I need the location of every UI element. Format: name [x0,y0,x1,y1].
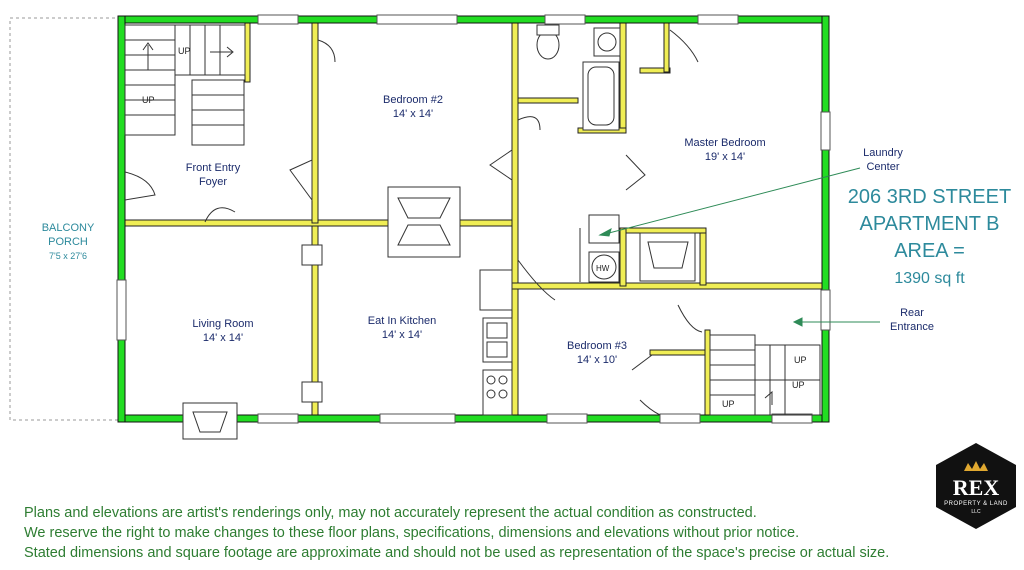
kitchen-appliances [479,269,513,416]
stairs-rear [709,334,821,416]
area-title: AREA = [894,240,965,262]
rex-logo: REX PROPERTY & LAND LLC [931,441,1021,531]
exterior-walls [117,15,830,423]
room-name: Master Bedroom [684,137,766,149]
callout-arrows [598,167,880,327]
room-bedroom3: Bedroom #3 14' x 10' [547,339,647,367]
laundry-callout: Laundry Center [843,146,923,174]
apartment-title: APARTMENT B [859,213,1000,235]
stairs-up-label: UP [722,399,735,409]
balcony-porch-outline [9,17,119,421]
porch-size: 7'5 x 27'6 [49,251,87,261]
laundry-line2: Center [866,161,900,173]
stairs-up-label: UP [794,355,807,365]
logo-llc: LLC [971,509,981,515]
room-name: Living Room [192,318,254,330]
room-size: Foyer [198,176,228,188]
porch-line1: BALCONY [41,222,95,234]
porch-label: BALCONY PORCH 7'5 x 27'6 [18,221,118,263]
water-heater-label: HW [596,264,610,273]
room-living: Living Room 14' x 14' [173,317,273,345]
room-name: Bedroom #2 [383,94,443,106]
logo-name: REX [952,475,1000,500]
stairs-up-label: UP [178,46,191,56]
room-name: Bedroom #3 [567,340,627,352]
area-value: 1390 sq ft [894,270,965,287]
logo-sub: PROPERTY & LAND [944,501,1008,507]
room-foyer: Front Entry Foyer [163,161,263,189]
room-name: Eat In Kitchen [367,315,437,327]
fireplace [182,186,461,440]
doors [124,29,703,416]
disclaimer-line: Plans and elevations are artist's render… [24,505,757,521]
laundry-line1: Laundry [863,147,903,159]
columns [301,244,323,403]
laundry-units [588,214,696,283]
porch-line2: PORCH [48,236,88,248]
logo-badge [936,443,1016,529]
disclaimer-line: We reserve the right to make changes to … [24,525,800,541]
room-size: 14' x 14' [202,332,244,344]
windows [116,14,831,424]
rear-line1: Rear [900,307,924,319]
room-name: Front Entry [185,162,241,174]
rear-callout: Rear Entrance [872,306,952,334]
stairs-up-label: UP [142,95,155,105]
room-size: 14' x 14' [381,329,423,341]
room-size: 19' x 14' [704,151,746,163]
stairs-up-label: UP [792,380,805,390]
room-size: 14' x 10' [576,354,618,366]
address-title: 206 3RD STREET [847,186,1012,208]
rear-line2: Entrance [889,321,935,333]
room-size: 14' x 14' [392,108,434,120]
stairs-front [124,24,246,146]
room-kitchen: Eat In Kitchen 14' x 14' [352,314,452,342]
room-bedroom2: Bedroom #2 14' x 14' [363,93,463,121]
disclaimer-line: Stated dimensions and square footage are… [24,545,890,561]
room-master: Master Bedroom 19' x 14' [665,136,785,164]
bathroom-fixtures [536,24,621,131]
